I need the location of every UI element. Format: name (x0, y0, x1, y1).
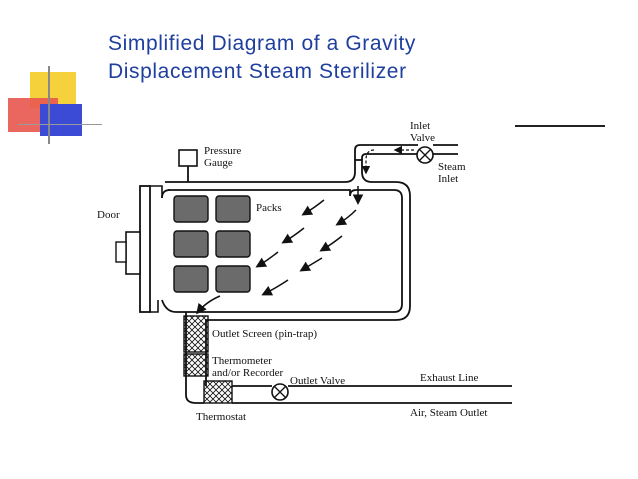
slide-title-line-1: Simplified Diagram of a Gravity (108, 32, 417, 55)
pack (173, 230, 209, 258)
chamber-front-lip (161, 189, 171, 199)
chamber-inner-wall (161, 189, 403, 313)
flow-arrow (299, 257, 323, 272)
outlet-screen (183, 315, 209, 353)
inlet-pipe-lower (361, 153, 458, 160)
outlet-valve-cross (273, 385, 287, 399)
slide-title-line-2: Displacement Steam Sterilizer (108, 60, 407, 83)
deco-right-rule (515, 125, 605, 127)
outlet-lower-pipe (185, 394, 512, 404)
door-handle (125, 231, 141, 275)
thermostat (203, 380, 233, 404)
inlet-flow-arrow-down (361, 149, 375, 175)
label-thermometer-1: Thermometer (212, 355, 272, 367)
deco-vertical-line (48, 66, 50, 144)
flow-arrow (261, 279, 289, 296)
deco-horizontal-line (18, 124, 102, 125)
pressure-gauge (178, 149, 198, 167)
thermometer (183, 353, 209, 377)
label-outlet-valve: Outlet Valve (290, 375, 345, 387)
door (139, 185, 151, 313)
label-pressure-gauge-2: Gauge (204, 157, 233, 169)
label-inlet-valve-1: Inlet (410, 120, 430, 132)
label-packs: Packs (256, 202, 282, 214)
flow-arrow (301, 199, 325, 216)
label-steam-inlet-2: Inlet (438, 173, 458, 185)
pack (173, 265, 209, 293)
label-air-steam-outlet: Air, Steam Outlet (410, 407, 487, 419)
pack (215, 265, 251, 293)
label-exhaust-line: Exhaust Line (420, 372, 478, 384)
deco-blue-square (40, 104, 82, 136)
label-door: Door (97, 209, 120, 221)
pack (215, 195, 251, 223)
pack (215, 230, 251, 258)
label-thermometer-2: and/or Recorder (212, 367, 283, 379)
flow-arrow (196, 295, 221, 315)
packs-group (173, 195, 251, 293)
door-hinge-bottom (150, 300, 159, 313)
inlet-valve-cross (418, 148, 432, 162)
chamber-outer-wall (165, 159, 411, 340)
flow-arrow (255, 251, 279, 268)
label-pressure-gauge-1: Pressure (204, 145, 241, 157)
label-outlet-screen: Outlet Screen (pin-trap) (212, 328, 317, 340)
slide-title: Simplified Diagram of a Gravity Displace… (108, 30, 588, 86)
pack (173, 195, 209, 223)
label-steam-inlet-1: Steam (438, 161, 466, 173)
flow-arrow (281, 227, 305, 244)
inlet-pipe-upper (354, 144, 458, 160)
door-hinge-top (150, 185, 163, 198)
label-thermostat: Thermostat (196, 411, 246, 423)
door-handle-knob (115, 241, 127, 263)
steam-flow-arrows (196, 186, 364, 315)
label-inlet-valve-2: Valve (410, 132, 435, 144)
flow-arrow (319, 235, 343, 252)
flow-arrow (335, 209, 357, 226)
